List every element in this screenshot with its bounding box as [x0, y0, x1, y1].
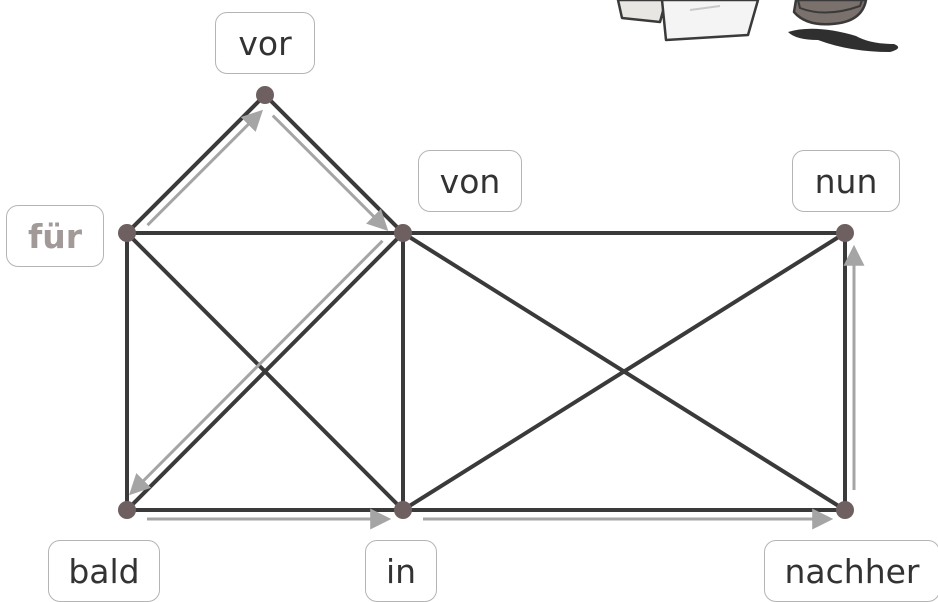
label-von: von [418, 150, 522, 212]
label-nun: nun [792, 150, 900, 212]
node-von [394, 224, 412, 242]
node-nun [836, 224, 854, 242]
label-nachher: nachher [764, 540, 938, 602]
edge-vor-von [265, 95, 403, 233]
node-nachher [836, 501, 854, 519]
path-arrow-fuer-vor [148, 113, 261, 226]
label-vor: vor [215, 12, 315, 74]
node-vor [256, 86, 274, 104]
path-arrow-von-bald [132, 241, 383, 492]
label-fuer: für [6, 205, 104, 267]
edge-fuer-vor [127, 95, 265, 233]
node-bald [118, 501, 136, 519]
label-in: in [365, 540, 437, 602]
label-bald: bald [48, 540, 160, 602]
node-fuer [118, 224, 136, 242]
node-in [394, 501, 412, 519]
path-arrow-vor-von [273, 116, 386, 229]
